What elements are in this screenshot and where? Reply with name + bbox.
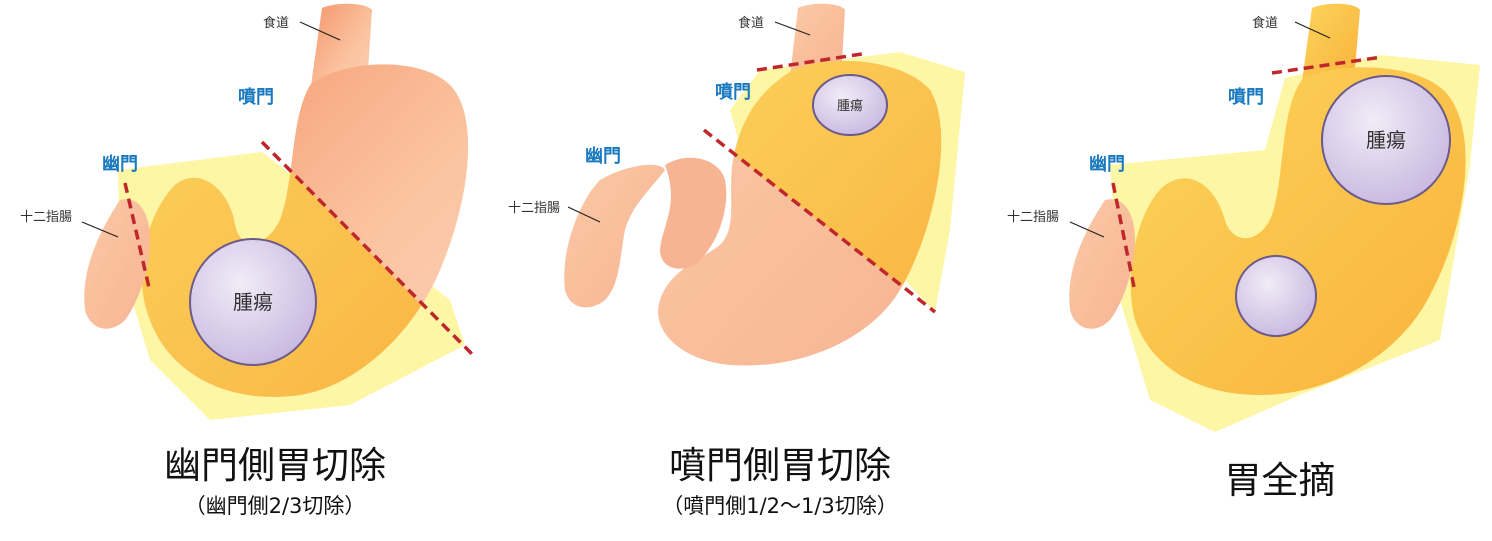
- cut-line-body: [260, 140, 475, 357]
- tumor-circle-small: [1235, 255, 1317, 337]
- caption-distal: 幽門側胃切除 （幽門側2/3切除）: [130, 445, 420, 519]
- tumor-circle: [189, 238, 317, 366]
- caption-subtitle: （噴門側1/2～1/3切除）: [662, 494, 898, 518]
- caption-title: 噴門側胃切除: [669, 444, 891, 487]
- pylorus-label: 幽門: [102, 154, 138, 175]
- duodenum-label: 十二指腸: [508, 201, 560, 216]
- cut-line-pylorus: [1111, 182, 1137, 293]
- tumor-circle: [812, 74, 888, 136]
- duodenum-label: 十二指腸: [20, 210, 72, 225]
- panel-proximal-gastrectomy: 腫瘍 食道 噴門 幽門 十二指腸: [508, 3, 965, 366]
- esophagus-label: 食道: [263, 15, 289, 31]
- duodenum-shape: [84, 199, 150, 329]
- tumor-label: 腫瘍: [837, 98, 863, 114]
- panel-distal-gastrectomy: 腫瘍 食道 噴門 幽門 十二指腸: [20, 3, 475, 420]
- cut-line-esophagus: [1271, 55, 1383, 75]
- esophagus-label: 食道: [1252, 15, 1278, 31]
- esophagus-shape: [790, 3, 845, 79]
- tumor-label: 腫瘍: [233, 290, 273, 314]
- caption-proximal: 噴門側胃切除 （噴門側1/2～1/3切除）: [615, 445, 945, 519]
- duodenum-shape: [564, 164, 665, 308]
- cardia-label: 噴門: [1228, 87, 1264, 108]
- esophagus-label: 食道: [738, 15, 764, 31]
- pylorus-label: 幽門: [585, 146, 621, 167]
- cut-line-pylorus: [123, 182, 152, 293]
- tumor-label: 腫瘍: [1366, 128, 1406, 152]
- cardia-label: 噴門: [238, 87, 274, 108]
- caption-total: 胃全摘: [1170, 460, 1390, 502]
- cut-line-body: [702, 128, 937, 314]
- duodenum-label: 十二指腸: [1007, 210, 1059, 225]
- caption-title: 胃全摘: [1224, 459, 1336, 502]
- cut-line-cardia: [756, 52, 863, 72]
- panel-total-gastrectomy: 腫瘍 食道 噴門 幽門 十二指腸: [1007, 3, 1480, 432]
- caption-subtitle: （幽門側2/3切除）: [184, 494, 366, 518]
- pylorus-label: 幽門: [1089, 154, 1125, 175]
- cardia-label: 噴門: [715, 82, 751, 103]
- tumor-circle-large: [1321, 75, 1451, 205]
- caption-title: 幽門側胃切除: [164, 444, 386, 487]
- esophagus-shape: [1302, 3, 1360, 85]
- duodenum-shape: [1069, 199, 1135, 329]
